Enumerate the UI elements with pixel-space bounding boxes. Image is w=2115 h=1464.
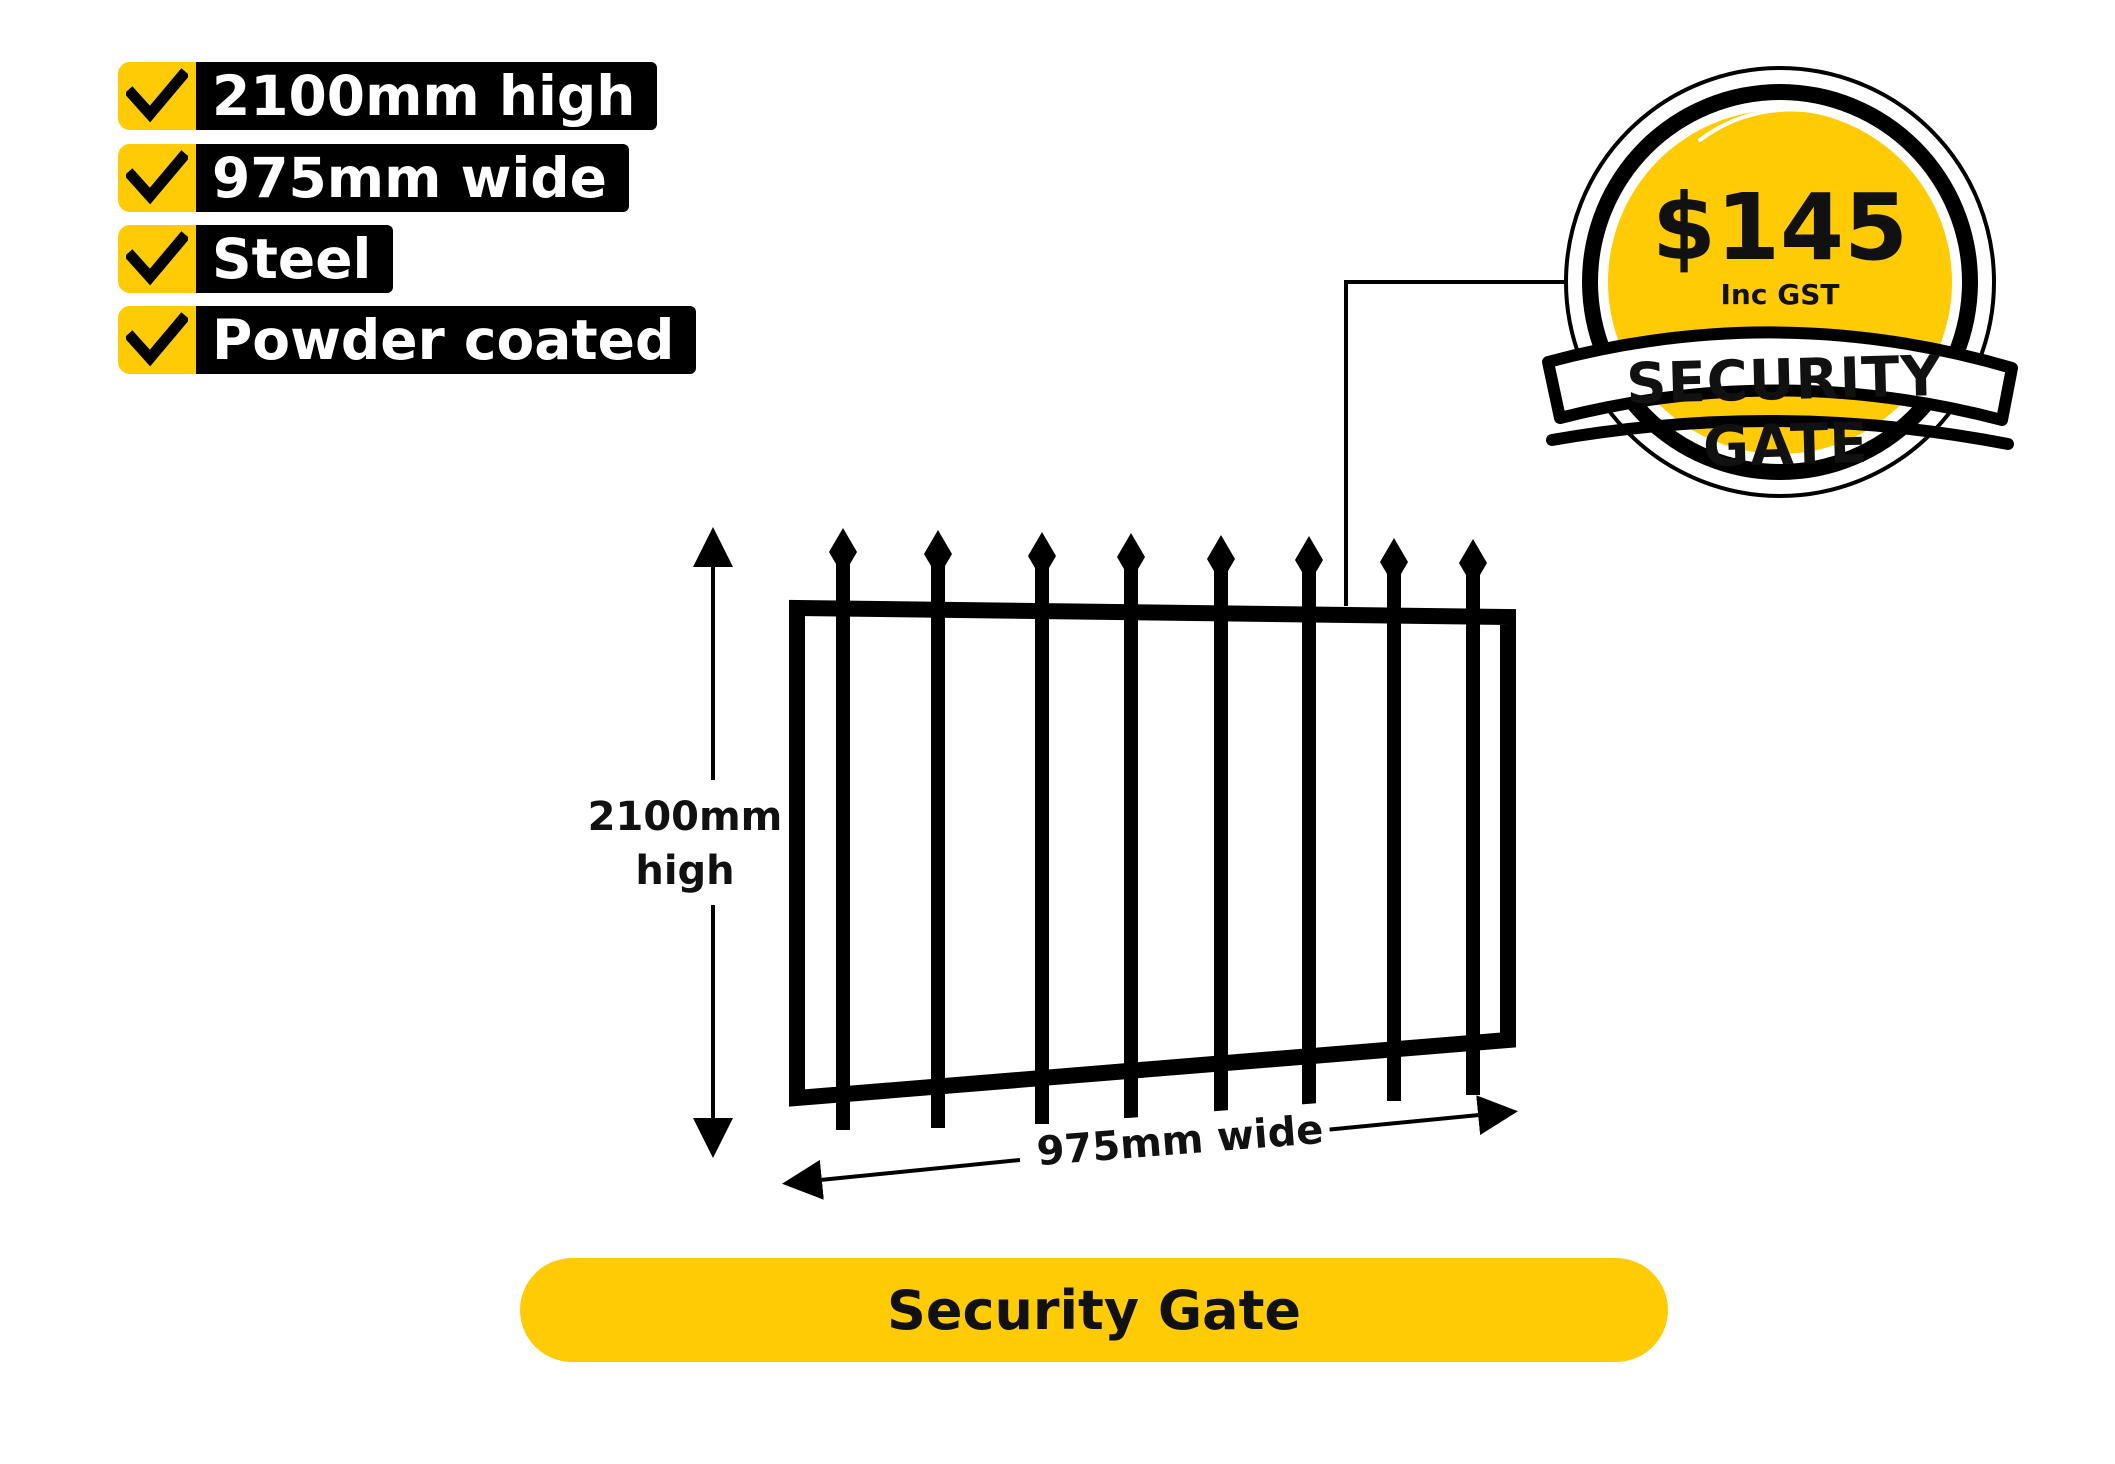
feature-label: 2100mm high xyxy=(196,62,658,130)
badge-title: SECURITY GATE xyxy=(1625,343,1943,481)
picket xyxy=(829,528,857,1130)
feature-item-material: Steel xyxy=(118,225,394,293)
picket xyxy=(1295,536,1323,1108)
picket xyxy=(1028,532,1056,1124)
feature-label: Steel xyxy=(196,225,394,293)
picket xyxy=(1117,533,1145,1118)
picket xyxy=(1207,535,1235,1113)
price-badge xyxy=(1542,66,2018,498)
check-icon xyxy=(118,144,196,212)
feature-item-finish: Powder coated xyxy=(118,306,697,374)
badge-connector-line xyxy=(1344,280,1570,606)
gate-frame xyxy=(789,599,1516,1107)
check-icon xyxy=(118,225,196,293)
gate-pickets xyxy=(829,528,1487,1130)
picket xyxy=(924,530,952,1128)
product-name-banner: Security Gate xyxy=(520,1258,1668,1362)
feature-item-width: 975mm wide xyxy=(118,144,629,212)
height-dimension-label: 2100mm high xyxy=(587,794,783,894)
feature-label: 975mm wide xyxy=(196,144,629,212)
feature-item-height: 2100mm high xyxy=(118,62,658,130)
check-icon xyxy=(118,306,196,374)
price-amount: $145 xyxy=(1651,174,1909,281)
picket xyxy=(1459,539,1487,1095)
feature-label: Powder coated xyxy=(196,306,697,374)
width-dimension-arrow xyxy=(782,1095,1518,1200)
price-tax-note: Inc GST xyxy=(1720,278,1840,311)
check-icon xyxy=(118,62,196,130)
product-name: Security Gate xyxy=(886,1278,1302,1342)
picket xyxy=(1380,538,1408,1101)
